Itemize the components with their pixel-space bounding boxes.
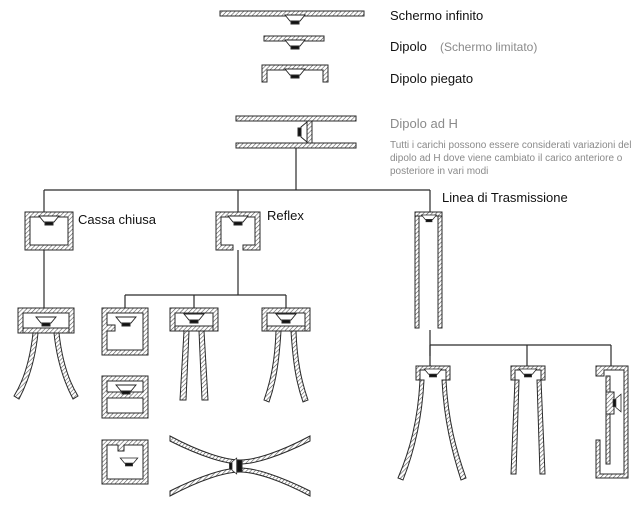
loudspeaker-driver-icon — [423, 368, 443, 378]
loudspeaker-driver-icon — [284, 39, 306, 50]
reflex-variant-2-drawing — [101, 375, 149, 419]
loudspeaker-driver-icon — [284, 68, 306, 79]
transmission-line-drawing — [414, 211, 443, 329]
transmission-line-label: Linea di Trasmissione — [442, 190, 568, 205]
reflex-variant-1-drawing — [101, 307, 149, 356]
reflex-horn-2-drawing — [261, 307, 311, 403]
transmission-horn-2-drawing — [510, 365, 546, 475]
loudspeaker-driver-icon — [227, 215, 249, 226]
infinite-baffle-label: Schermo infinito — [390, 8, 484, 23]
reflex-horn-1-drawing — [169, 307, 219, 401]
closed-box-drawing — [24, 211, 74, 251]
connector-lines — [43, 148, 612, 366]
loudspeaker-driver-icon — [35, 316, 57, 327]
infinite-baffle-drawing — [219, 10, 365, 25]
closed-box-label: Cassa chiusa — [78, 212, 157, 227]
h-dipole-description: Tutti i carichi possono essere considera… — [390, 140, 632, 177]
transmission-folded-drawing — [595, 365, 629, 479]
reflex-label: Reflex — [267, 208, 304, 223]
loudspeaker-driver-icon — [284, 14, 306, 25]
reflex-drawing — [215, 211, 261, 251]
loudspeaker-driver-icon — [183, 313, 205, 324]
loudspeaker-driver-icon — [518, 368, 538, 378]
reflex-variant-3-drawing — [101, 439, 149, 485]
dipole-note-label: (Schermo limitato) — [440, 40, 538, 54]
loudspeaker-driver-icon — [275, 313, 297, 324]
loudspeaker-driver-icon — [119, 457, 139, 467]
closed-box-horn-drawing — [13, 307, 79, 400]
dipole-drawing — [263, 35, 325, 50]
h-dipole-drawing — [235, 115, 357, 149]
double-horn-drawing — [169, 435, 311, 497]
folded-dipole-label: Dipolo piegato — [390, 71, 474, 86]
dipole-label: Dipolo — [390, 39, 427, 54]
folded-dipole-drawing — [261, 64, 329, 83]
loudspeaker-driver-icon — [115, 316, 137, 327]
h-dipole-label: Dipolo ad H — [390, 116, 458, 131]
loudspeaker-driver-icon — [421, 214, 437, 223]
transmission-horn-1-drawing — [397, 365, 467, 481]
loudspeaker-driver-icon — [297, 121, 308, 143]
loudspeaker-driver-icon — [38, 215, 60, 226]
